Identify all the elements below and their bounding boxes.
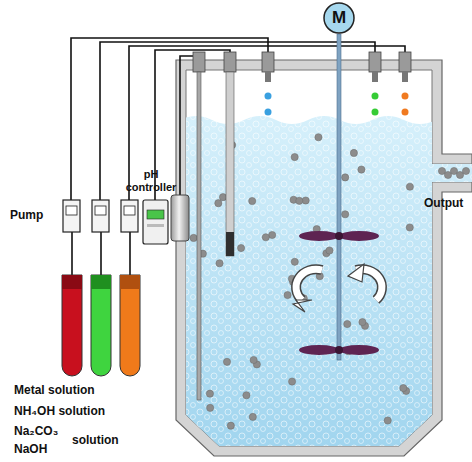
pump-label: Pump bbox=[10, 209, 43, 223]
probes bbox=[193, 52, 411, 400]
impellers bbox=[299, 231, 379, 355]
reagent-label: Na₂CO₃ bbox=[14, 425, 58, 439]
drops bbox=[265, 93, 409, 116]
reagent-label: solution bbox=[72, 434, 119, 448]
motor-circle: M bbox=[323, 2, 355, 34]
motor-label: M bbox=[323, 2, 355, 34]
reagent-label: NaOH bbox=[14, 443, 47, 457]
liquid bbox=[180, 116, 472, 460]
output-label: Output bbox=[424, 197, 463, 211]
shaft bbox=[337, 34, 341, 360]
flow-arrows bbox=[293, 264, 382, 312]
wires bbox=[71, 38, 405, 275]
reagent-label: Metal solution bbox=[14, 384, 95, 398]
reagent-tubes bbox=[62, 275, 140, 376]
pumps bbox=[63, 200, 138, 232]
ph-controller bbox=[143, 195, 189, 244]
reagent-label: NH₄OH solution bbox=[14, 405, 105, 419]
controller-label: pH controller bbox=[118, 168, 184, 193]
bubbles bbox=[180, 116, 472, 460]
